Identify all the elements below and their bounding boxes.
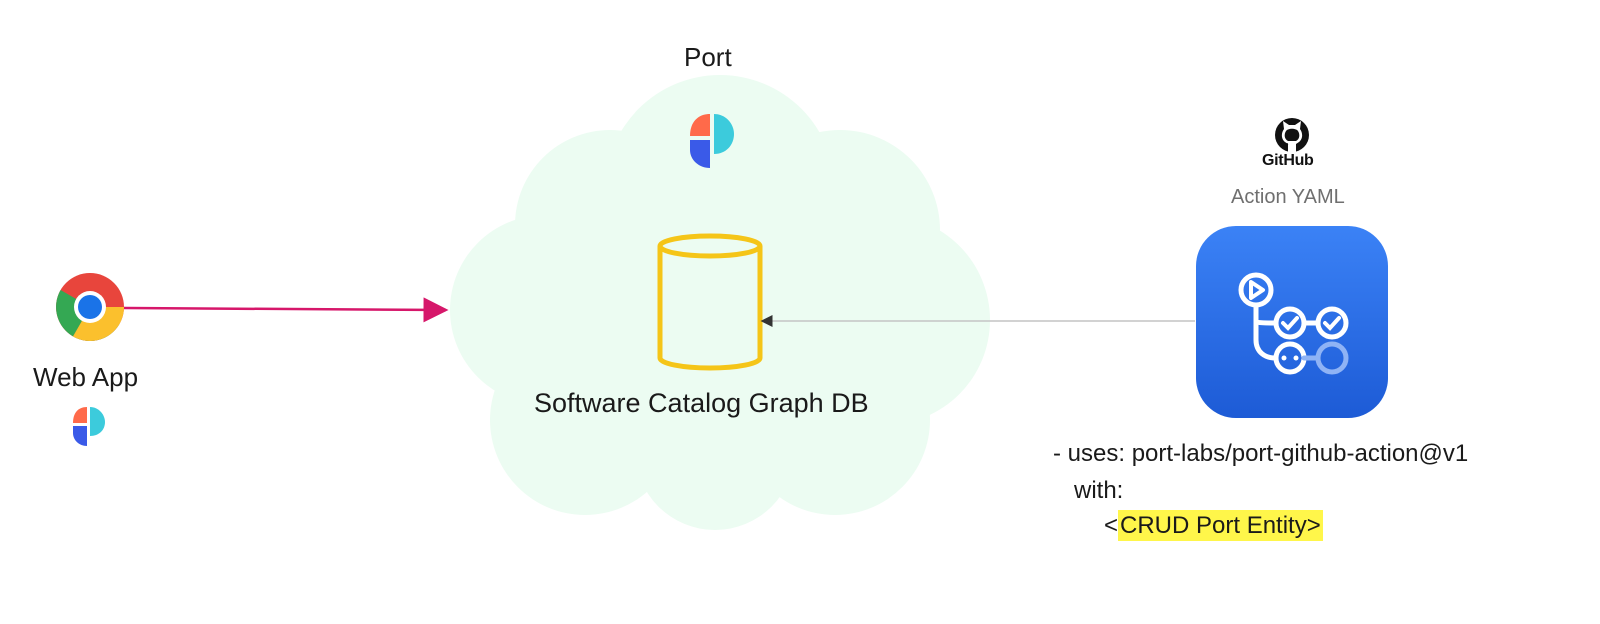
port-logo-icon bbox=[690, 114, 734, 168]
web-app-label: Web App bbox=[33, 362, 139, 392]
yaml-line-with: with: bbox=[1074, 477, 1124, 504]
port-cloud bbox=[450, 75, 990, 530]
webapp-port-logo-icon bbox=[73, 407, 105, 446]
port-title: Port bbox=[684, 42, 732, 72]
webapp-to-port-arrow bbox=[123, 297, 449, 323]
chrome-icon bbox=[56, 273, 124, 341]
github-actions-icon[interactable] bbox=[1196, 226, 1388, 418]
yaml-entity-open-bracket: < bbox=[1104, 512, 1119, 539]
yaml-line-uses: - uses: port-labs/port-github-action@v1 bbox=[1053, 440, 1469, 467]
database-cylinder-icon bbox=[657, 233, 763, 371]
github-octocat-icon bbox=[1275, 118, 1309, 152]
action-yaml-label: Action YAML bbox=[1231, 186, 1345, 208]
crud-port-entity-highlight: CRUD Port Entity> bbox=[1118, 510, 1323, 541]
yaml-line-entity: <CRUD Port Entity> bbox=[1104, 510, 1323, 541]
db-label: Software Catalog Graph DB bbox=[534, 388, 869, 418]
github-wordmark: GitHub bbox=[1262, 152, 1314, 169]
